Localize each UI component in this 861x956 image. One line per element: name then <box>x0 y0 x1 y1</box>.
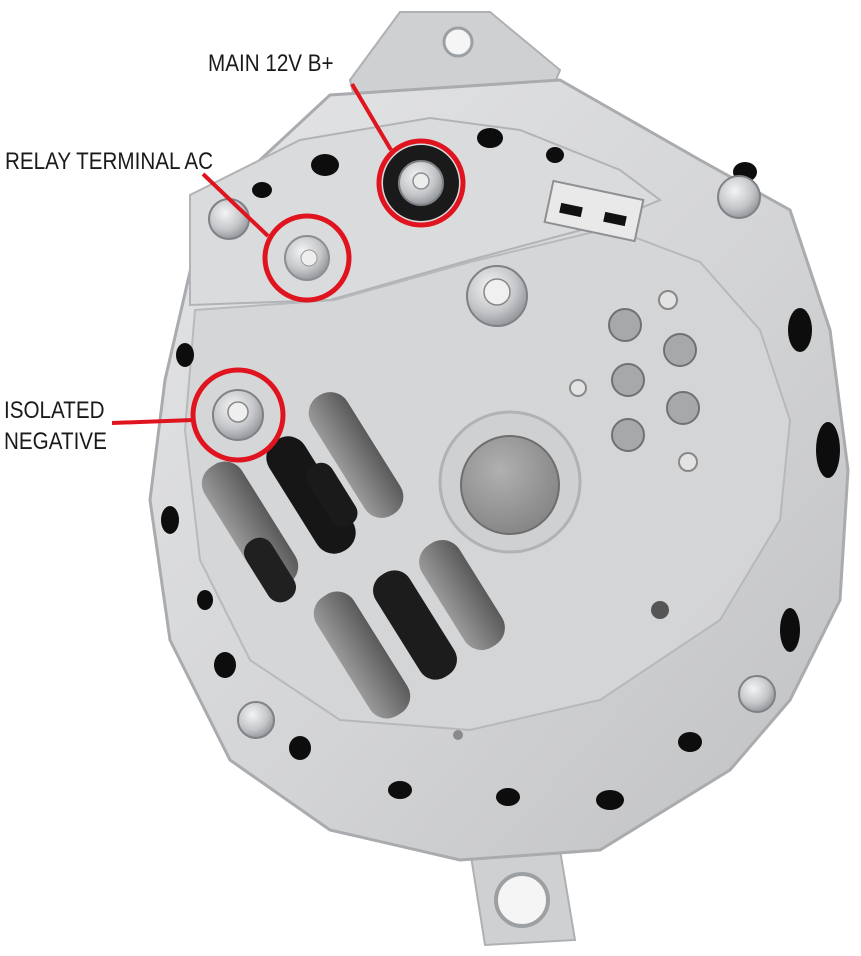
vent-holes <box>161 128 840 810</box>
rectifier-slots <box>201 392 505 719</box>
relay-terminal-label: RELAY TERMINAL AC <box>5 148 214 175</box>
relay-terminal-circle <box>262 213 352 303</box>
bearing-cap <box>438 410 582 554</box>
regulator-holes <box>453 290 700 740</box>
relay-callout-line <box>201 172 270 238</box>
main-12v-label: MAIN 12V B+ <box>208 50 334 77</box>
main-callout-line <box>350 82 393 152</box>
main-terminal-circle <box>376 138 466 228</box>
isolated-callout-line <box>111 418 194 425</box>
isolated-negative-label-line1: ISOLATED <box>4 397 105 424</box>
isolated-negative-circle <box>190 367 286 463</box>
bolts <box>208 26 776 928</box>
isolated-negative-label-line2: NEGATIVE <box>4 428 107 455</box>
connector-plug <box>543 179 645 243</box>
callout-markers <box>111 82 466 463</box>
